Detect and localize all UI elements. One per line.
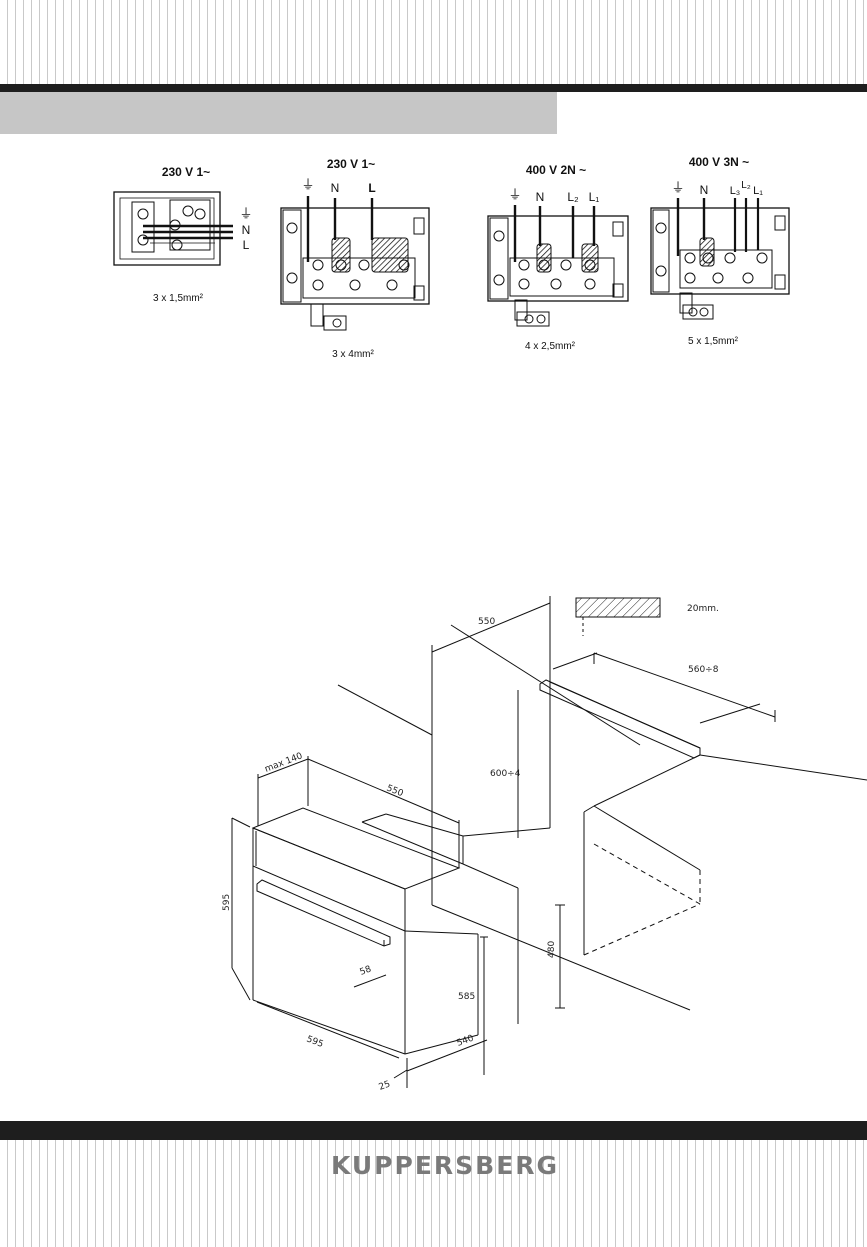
dim-niche-width: 560÷8 [688,665,719,675]
header-stripe-pattern [0,0,867,84]
dim-oven-height: 595 [222,894,232,911]
wiring-diagram-c: 400 V 2N ~ ⏚ N L₂ L₁ 4 x 2,5mm² [487,163,629,352]
countertop-thickness-label: 20mm. [687,604,719,614]
terminal-earth-d: ⏚ [671,180,684,195]
countertop-swatch [575,597,661,618]
wiring-diagram-d: 400 V 3N ~ ⏚ N L₃ L₂ L₁ 5 x 1,5mm² [650,155,790,347]
terminal-l1-d: L₁ [753,185,763,197]
voltage-label-c: 400 V 2N ~ [526,163,586,177]
cable-label-d: 5 x 1,5mm² [688,336,739,347]
voltage-label-a: 230 V 1~ [162,165,210,179]
dim-oven-depth: 550 [385,784,405,800]
terminal-l-a: L [243,238,250,252]
terminal-n-b: N [331,181,340,195]
terminal-earth-c: ⏚ [508,187,521,202]
brand-logo: KUPPERSBERG [330,1151,560,1180]
wiring-diagram-a: 230 V 1~ ⏚ N L 3 x 1,5mm² [113,165,253,304]
terminal-earth-a: ⏚ [239,206,252,221]
voltage-label-b: 230 V 1~ [327,157,375,171]
terminal-n-c: N [536,190,545,204]
terminal-l-b: L [368,181,375,195]
terminal-l2-d: L₂ [741,180,751,191]
dim-front-thickness: 25 [378,1080,392,1093]
footer-bar [0,1121,867,1140]
installation-drawing: 550 20mm. 560÷8 600÷4 480 max 140 550 59… [222,596,867,1093]
dim-body-height: 585 [458,992,475,1002]
voltage-label-d: 400 V 3N ~ [689,155,749,169]
dim-niche-height: 600÷4 [490,769,521,779]
terminal-n-d: N [700,183,709,197]
header-bar [0,84,867,92]
terminal-l3-d: L₃ [730,185,741,197]
dim-oven-width: 595 [305,1034,325,1049]
section-title-band [0,92,557,134]
terminal-l1-c: L₁ [589,190,600,204]
terminal-n-a: N [242,223,251,237]
dim-handle-offset: 58 [359,964,373,977]
dim-niche-depth: 550 [478,617,495,627]
wiring-diagrams: 230 V 1~ ⏚ N L 3 x 1,5mm² 230 V 1~ ⏚ N L [113,155,790,360]
cable-label-c: 4 x 2,5mm² [525,341,576,352]
dim-cutout-height: 480 [547,941,557,958]
oven-drawing [251,807,479,1055]
cable-label-b: 3 x 4mm² [332,349,374,360]
terminal-earth-b: ⏚ [301,177,314,192]
dim-body-depth: 540 [456,1033,476,1048]
cable-label-a: 3 x 1,5mm² [153,293,204,304]
terminal-l2-c: L₂ [567,190,579,204]
footer-stripe-pattern [0,1140,867,1247]
wiring-diagram-b: 230 V 1~ ⏚ N L 3 x 4mm² [280,157,430,360]
